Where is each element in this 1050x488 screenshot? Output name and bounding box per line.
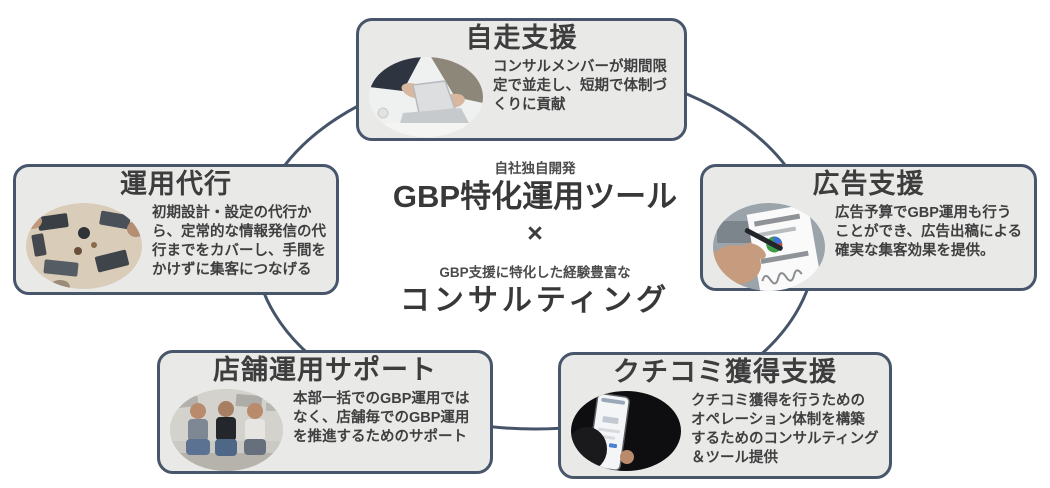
node-ad-support: 広告支援 xyxy=(700,164,1037,291)
node-operation-agency: 運用代行 初期設計・設定の代行か xyxy=(13,164,339,295)
node-description: 本部一括でのGBP運用ではなく、店舗毎でのGBP運用を推進するためのサポート xyxy=(293,390,470,446)
node-title: 運用代行 xyxy=(120,169,232,199)
node-description: クチコミ獲得を行うためのオペレーション体制を構築するためのコンサルティング＆ツー… xyxy=(691,392,879,467)
node-self-run-support: 自走支援 コンサルメンバーが期間限定で並走し、短期で体制づくりに貢献 xyxy=(356,18,687,141)
node-title: 店舗運用サポート xyxy=(213,355,437,385)
node-content: 広告予算でGBP運用も行うことができ、広告出稿による確実な集客効果を提供。 xyxy=(711,201,1026,291)
node-description: コンサルメンバーが期間限定で並走し、短期で体制づくりに貢献 xyxy=(493,58,667,114)
consulting-title: コンサルティング xyxy=(399,283,671,317)
center-text-block: 自社独自開発 GBP特化運用ツール × GBP支援に特化した経験豊富な コンサル… xyxy=(330,157,740,317)
tool-title: GBP特化運用ツール xyxy=(392,179,678,214)
node-title: クチコミ獲得支援 xyxy=(613,357,837,387)
node-description: 初期設計・設定の代行から、定常的な情報発信の代行までをカバーし、手間をかけずに集… xyxy=(152,204,326,279)
node-store-operation-support: 店舗運用サポート xyxy=(157,350,493,474)
photo-store-staff-sitting-icon xyxy=(170,388,283,471)
photo-hand-holding-phone-google-icon xyxy=(571,390,681,471)
node-description: 広告予算でGBP運用も行うことができ、広告出稿による確実な集客効果を提供。 xyxy=(835,204,1023,260)
multiply-symbol: × xyxy=(527,217,543,248)
node-content: コンサルメンバーが期間限定で並走し、短期で体制づくりに貢献 xyxy=(367,55,676,137)
photo-consultants-pointing-laptop-icon xyxy=(369,56,483,137)
tool-tagline: 自社独自開発 xyxy=(494,161,576,176)
node-content: 初期設計・設定の代行から、定常的な情報発信の代行までをカバーし、手間をかけずに集… xyxy=(24,201,328,289)
node-review-acquisition-support: クチコミ獲得支援 クチコミ獲得 xyxy=(558,352,892,479)
node-content: クチコミ獲得を行うためのオペレーション体制を構築するためのコンサルティング＆ツー… xyxy=(569,389,881,471)
node-title: 広告支援 xyxy=(812,169,925,199)
photo-desk-overhead-laptops-icon xyxy=(26,202,142,289)
consulting-tagline: GBP支援に特化した経験豊富な xyxy=(439,264,631,280)
node-content: 本部一括でのGBP運用ではなく、店舗毎でのGBP運用を推進するためのサポート xyxy=(168,387,482,471)
photo-pen-pointing-charts-icon xyxy=(713,202,825,291)
node-title: 自走支援 xyxy=(465,23,578,53)
